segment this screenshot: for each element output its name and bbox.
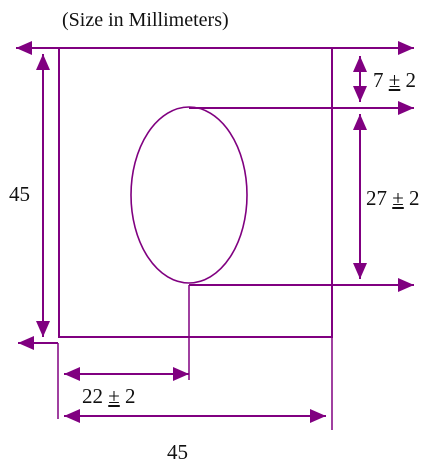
top-tolerance-value: 7 (373, 68, 384, 92)
middle-tolerance-amount: 2 (409, 186, 420, 210)
bottom-small-tolerance-sign: ± (108, 384, 120, 408)
bottom-small-tolerance-amount: 2 (125, 384, 136, 408)
diagram-caption: (Size in Millimeters) (62, 9, 229, 31)
bottom-dimension-label: 45 (167, 440, 188, 464)
middle-tolerance-label: 27 ± 2 (366, 188, 420, 209)
middle-tolerance-value: 27 (366, 186, 387, 210)
bottom-small-tolerance-label: 22 ± 2 (82, 386, 136, 407)
center-ellipse (130, 106, 248, 284)
top-tolerance-amount: 2 (405, 68, 417, 92)
top-tolerance-sign: ± (388, 68, 401, 92)
bottom-small-tolerance-value: 22 (82, 384, 103, 408)
middle-tolerance-sign: ± (392, 186, 404, 210)
top-tolerance-label: 7 ± 2 (373, 70, 416, 91)
left-dimension-label: 45 (9, 182, 30, 206)
outer-square (58, 47, 333, 338)
